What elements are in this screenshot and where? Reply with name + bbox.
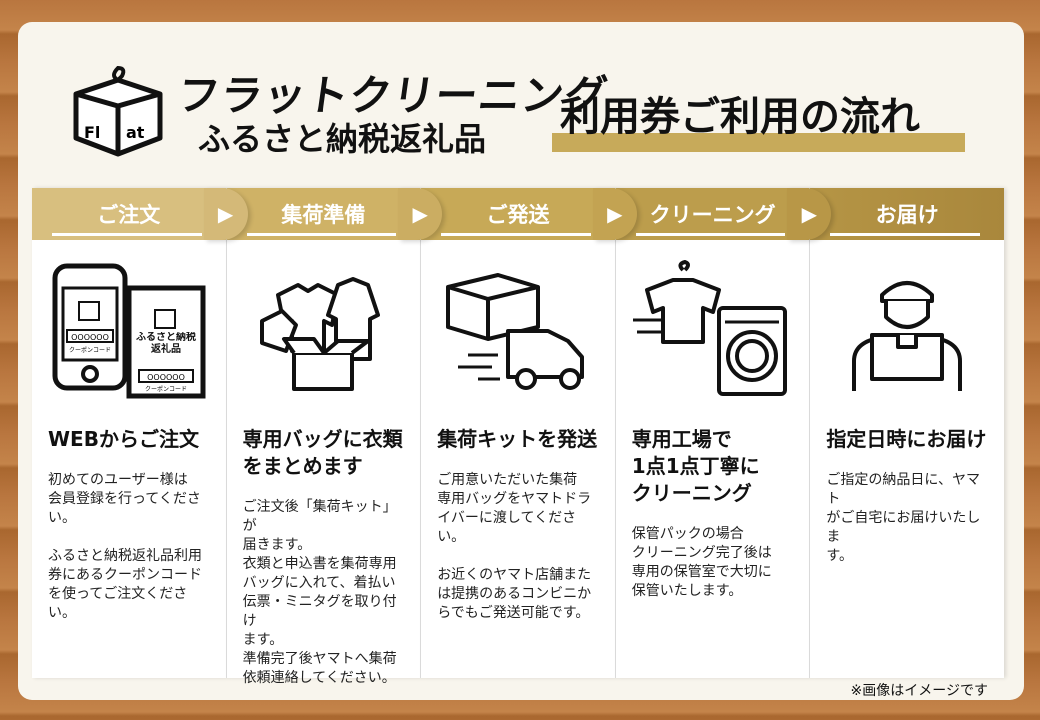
washing-machine-icon (632, 240, 794, 420)
image-disclaimer: ※画像はイメージです (850, 683, 988, 699)
step-cleaning: クリーニング ▶ 専用工場で 1点1点丁寧に クリーニング 保管パックの場合 ク… (615, 188, 832, 678)
flow-steps: ご注文 ▶ OOOOOO OOOOOO ふるさと納税 返礼品 クーポンコード ク… (32, 188, 1004, 686)
step-description: 初めてのユーザー様は 会員登録を行ってくださ い。 ふるさと納税返礼品利用 券に… (48, 472, 202, 621)
brand-subtitle: ふるさと納税返礼品 (198, 120, 487, 158)
step-header: ご発送 ▶ (421, 188, 637, 240)
step-label: クリーニング (649, 203, 776, 227)
delivery-person-icon (826, 240, 988, 420)
coupon-code: OOOOOO (147, 373, 185, 382)
step-label: ご発送 (486, 203, 550, 227)
arrow-icon: ▶ (398, 188, 443, 240)
step-label: 集荷準備 (281, 203, 366, 227)
step-description: 保管パックの場合 クリーニング完了後は 専用の保管室で大切に 保管いたします。 (631, 526, 772, 599)
step-heading: 指定日時にお届け (826, 427, 987, 451)
step-prepare: 集荷準備 ▶ 専用バッグに衣類 をまとめます ご注文後「集荷キット」が 届きます… (226, 188, 443, 686)
step-delivery: お届け 指定日時にお届け ご指定の納品日に、ヤマト がご自宅にお届けいたしま す… (810, 188, 1004, 678)
coupon-title: ふるさと納税 返礼品 (135, 332, 196, 355)
step-header: ご注文 ▶ (32, 188, 248, 240)
svg-text:Fl: Fl (84, 123, 100, 142)
step-header: 集荷準備 ▶ (226, 188, 443, 240)
coupon-label: クーポンコード (69, 346, 111, 354)
arrow-icon: ▶ (787, 188, 832, 240)
step-header: お届け (810, 188, 1004, 240)
step-description: ご指定の納品日に、ヤマト がご自宅にお届けいたしま す。 (826, 472, 981, 564)
step-heading: 集荷キットを発送 (437, 427, 598, 451)
page-title: 利用券ご利用の流れ (560, 94, 920, 140)
step-description: ご用意いただいた集荷 専用バッグをヤマトドラ イバーに渡してください。 お近くの… (437, 472, 592, 621)
step-ship: ご発送 ▶ 集荷キットを発送 ご用意いただいた集荷 専用バッグをヤマトドラ イバ… (421, 188, 637, 678)
step-order: ご注文 ▶ OOOOOO OOOOOO ふるさと納税 返礼品 クーポンコード ク… (32, 188, 248, 678)
coupon-code: OOOOOO (71, 333, 109, 342)
flat-logo-icon: Fl at (73, 65, 163, 157)
step-header: クリーニング ▶ (615, 188, 832, 240)
coupon-label: クーポンコード (145, 385, 187, 393)
clothes-box-icon (243, 240, 405, 420)
arrow-icon: ▶ (203, 188, 248, 240)
step-heading: 専用工場で 1点1点丁寧に クリーニング (631, 427, 760, 505)
step-label: ご注文 (97, 203, 161, 227)
title-underline (552, 133, 965, 152)
step-description: ご注文後「集荷キット」が 届きます。 衣類と申込書を集荷専用 バッグに入れて、着… (242, 499, 397, 686)
delivery-truck-icon (437, 240, 599, 420)
step-label: お届け (875, 203, 939, 227)
svg-text:at: at (126, 123, 145, 142)
step-heading: WEBからご注文 (48, 427, 199, 451)
arrow-icon: ▶ (592, 188, 637, 240)
phone-and-coupon-icon: OOOOOO OOOOOO ふるさと納税 返礼品 クーポンコード クーポンコード (48, 240, 210, 420)
step-heading: 専用バッグに衣類 をまとめます (242, 427, 403, 478)
